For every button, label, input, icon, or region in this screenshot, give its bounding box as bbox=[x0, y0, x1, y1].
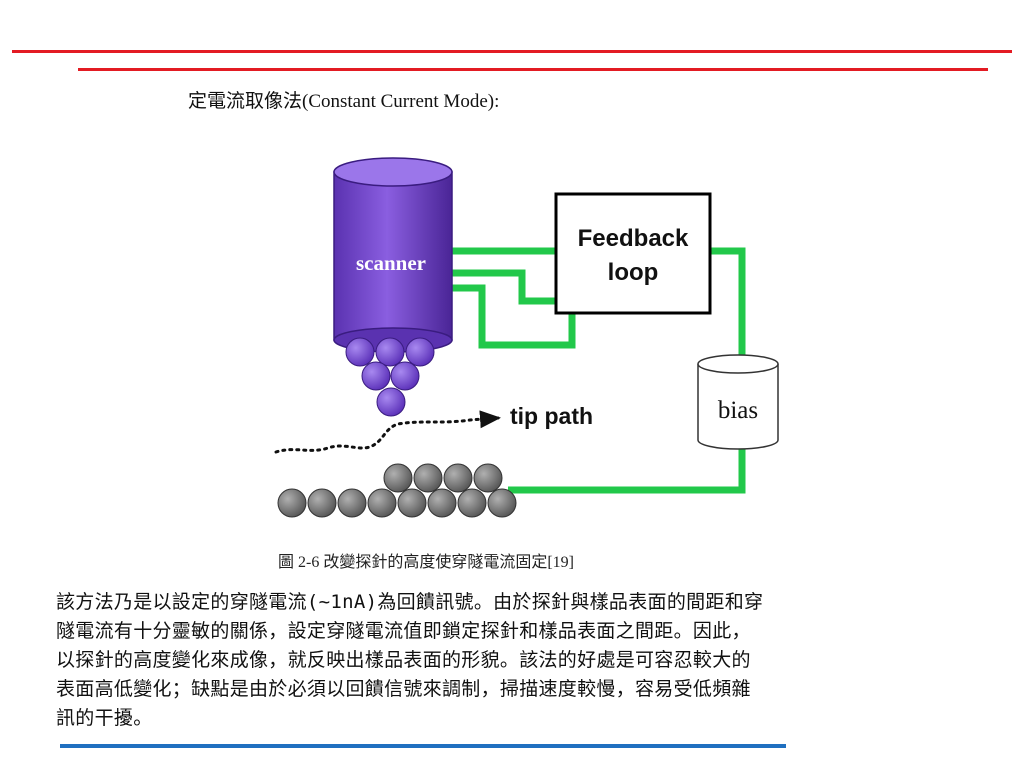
paragraph-line: 訊的干擾。 bbox=[56, 707, 153, 729]
tip-atoms bbox=[345, 337, 435, 417]
slide-heading: 定電流取像法(Constant Current Mode): bbox=[188, 91, 500, 112]
scanner bbox=[333, 157, 453, 353]
sample-surface-atoms bbox=[277, 463, 517, 518]
paragraph-line: 以探針的高度變化來成像，就反映出樣品表面的形貌。該法的好處是可容忍較大的 bbox=[56, 649, 751, 671]
tip-path-label: tip path bbox=[510, 403, 593, 429]
top-red-rule bbox=[12, 50, 1012, 53]
green-wires bbox=[452, 247, 746, 494]
feedback-label-line2: loop bbox=[608, 259, 659, 286]
feedback-label-line1: Feedback bbox=[578, 225, 689, 252]
paragraph-line: 隧電流有十分靈敏的關係，設定穿隧電流值即鎖定探針和樣品表面之間距。因此， bbox=[56, 620, 751, 642]
paragraph-line: 該方法乃是以設定的穿隧電流(~1nA)為回饋訊號。由於探針與樣品表面的間距和穿 bbox=[56, 591, 764, 613]
bias-label: bias bbox=[718, 397, 758, 424]
bias-cylinder bbox=[697, 354, 779, 450]
paragraph-line: 表面高低變化；缺點是由於必須以回饋信號來調制，掃描速度較慢，容易受低頻雜 bbox=[56, 678, 751, 700]
figure-caption: 圖 2-6 改變探針的高度使穿隧電流固定[19] bbox=[278, 554, 574, 571]
bottom-blue-rule bbox=[60, 744, 786, 748]
tip-path-line bbox=[274, 410, 501, 454]
description-paragraph: 該方法乃是以設定的穿隧電流(~1nA)為回饋訊號。由於探針與樣品表面的間距和穿 … bbox=[56, 588, 986, 733]
feedback-loop-box bbox=[554, 192, 712, 315]
second-red-rule bbox=[78, 68, 988, 71]
scanner-label: scanner bbox=[356, 251, 426, 275]
